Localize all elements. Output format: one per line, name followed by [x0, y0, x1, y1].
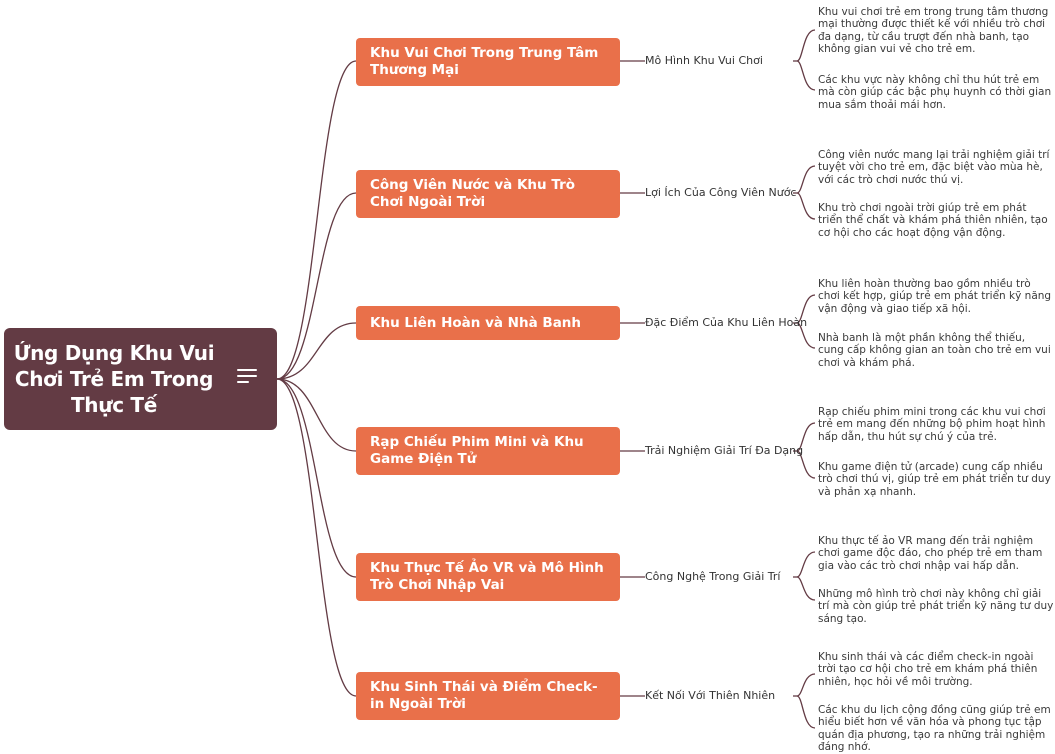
- detail-text[interactable]: Khu sinh thái và các điểm check-in ngoài…: [818, 651, 1038, 688]
- sub-detail-connector: [796, 673, 816, 697]
- detail-text[interactable]: Khu trò chơi ngoài trời giúp trẻ em phát…: [818, 202, 1048, 239]
- sub-detail-connector: [796, 29, 816, 62]
- sub-detail-connector: [796, 695, 816, 729]
- detail-text[interactable]: Các khu vực này không chỉ thu hút trẻ em…: [818, 74, 1052, 111]
- branch-node[interactable]: Rạp Chiếu Phim Mini và Khu Game Điện Tử: [356, 427, 620, 475]
- menu-lines-icon: [237, 369, 257, 387]
- subtopic-label[interactable]: Công Nghệ Trong Giải Trí: [645, 570, 781, 583]
- subtopic-label[interactable]: Trải Nghiệm Giải Trí Đa Dạng: [645, 444, 804, 457]
- branch-node[interactable]: Khu Liên Hoàn và Nhà Banh: [356, 306, 620, 340]
- subtopic-label[interactable]: Lợi Ích Của Công Viên Nước: [645, 186, 797, 199]
- root-node[interactable]: Ứng Dụng Khu Vui Chơi Trẻ Em Trong Thực …: [4, 328, 277, 430]
- branch-node[interactable]: Khu Vui Chơi Trong Trung Tâm Thương Mại: [356, 38, 620, 86]
- subtopic-label[interactable]: Kết Nối Với Thiên Nhiên: [645, 689, 776, 702]
- root-branch-connector: [276, 378, 357, 578]
- branch-node[interactable]: Công Viên Nước và Khu Trò Chơi Ngoài Trờ…: [356, 170, 620, 218]
- branch-node[interactable]: Khu Thực Tế Ảo VR và Mô Hình Trò Chơi Nh…: [356, 553, 620, 601]
- branch-title: Rạp Chiếu Phim Mini và Khu Game Điện Tử: [370, 434, 584, 467]
- detail-text[interactable]: Khu thực tế ảo VR mang đến trải nghiệm c…: [818, 535, 1043, 572]
- detail-text[interactable]: Khu vui chơi trẻ em trong trung tâm thươ…: [818, 6, 1049, 56]
- sub-detail-connector: [796, 60, 816, 91]
- subtopic-label[interactable]: Mô Hình Khu Vui Chơi: [645, 54, 763, 67]
- sub-detail-connector: [796, 165, 816, 194]
- branch-title: Khu Liên Hoàn và Nhà Banh: [370, 314, 582, 331]
- detail-text[interactable]: Các khu du lịch cộng đồng cũng giúp trẻ …: [818, 704, 1051, 754]
- detail-text[interactable]: Rạp chiếu phim mini trong các khu vui ch…: [818, 406, 1046, 443]
- root-title: Ứng Dụng Khu Vui Chơi Trẻ Em Trong Thực …: [13, 341, 215, 417]
- sub-detail-connector: [796, 422, 816, 452]
- branch-title: Khu Thực Tế Ảo VR và Mô Hình Trò Chơi Nh…: [370, 560, 604, 593]
- detail-text[interactable]: Khu liên hoàn thường bao gồm nhiều trò c…: [818, 278, 1052, 315]
- sub-detail-connector: [796, 192, 816, 220]
- root-branch-connector: [276, 378, 357, 452]
- sub-detail-connector: [796, 551, 816, 578]
- root-branch-connector: [276, 60, 357, 380]
- sub-detail-connector: [796, 576, 816, 601]
- sub-detail-connector: [796, 450, 816, 479]
- sub-detail-connector: [796, 294, 816, 324]
- branch-title: Công Viên Nước và Khu Trò Chơi Ngoài Trờ…: [370, 177, 575, 210]
- detail-text[interactable]: Khu game điện tử (arcade) cung cấp nhiều…: [818, 461, 1051, 498]
- branch-node[interactable]: Khu Sinh Thái và Điểm Check-in Ngoài Trờ…: [356, 672, 620, 720]
- branch-title: Khu Sinh Thái và Điểm Check-in Ngoài Trờ…: [370, 679, 598, 712]
- detail-text[interactable]: Nhà banh là một phần không thể thiếu, cu…: [818, 332, 1051, 369]
- root-branch-connector: [276, 378, 357, 697]
- root-branch-connector: [276, 192, 357, 380]
- root-branch-connector: [276, 322, 357, 380]
- branch-title: Khu Vui Chơi Trong Trung Tâm Thương Mại: [370, 45, 599, 78]
- detail-text[interactable]: Công viên nước mang lại trải nghiệm giải…: [818, 149, 1050, 186]
- sub-detail-connector: [796, 322, 816, 349]
- detail-text[interactable]: Những mô hình trò chơi này không chỉ giả…: [818, 588, 1054, 625]
- subtopic-label[interactable]: Đặc Điểm Của Khu Liên Hoàn: [645, 316, 808, 329]
